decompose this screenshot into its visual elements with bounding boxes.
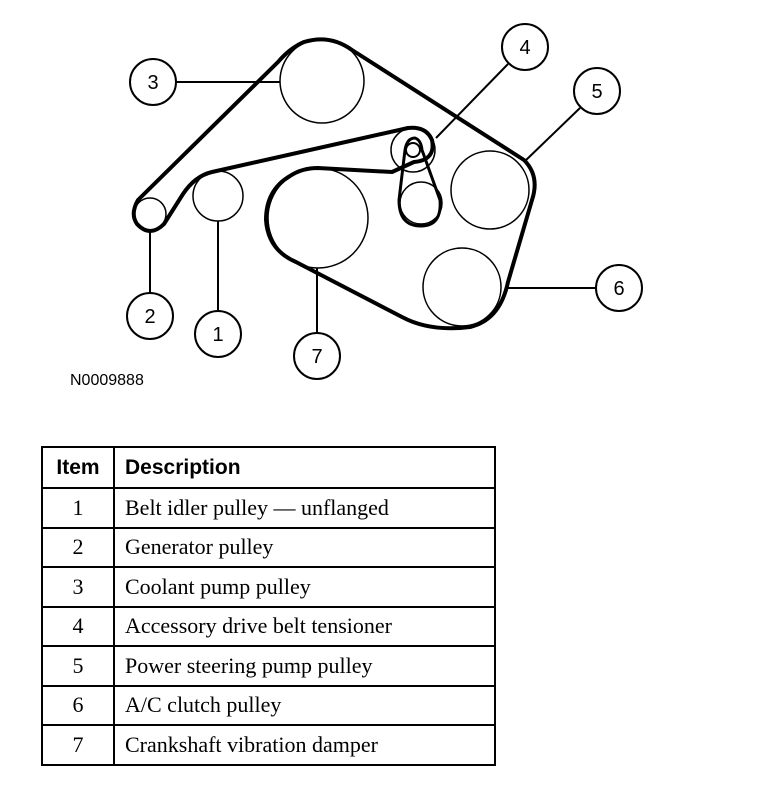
power-steering-pump-pulley xyxy=(450,150,530,230)
callout-label-4: 4 xyxy=(519,37,530,59)
item-number: 3 xyxy=(41,566,115,608)
table-row: 6 A/C clutch pulley xyxy=(41,684,496,726)
ac-clutch-pulley xyxy=(422,247,502,327)
leader-line-5 xyxy=(523,107,581,163)
item-number: 6 xyxy=(41,684,115,726)
callout-circle-4 xyxy=(501,23,549,71)
item-description: Power steering pump pulley xyxy=(113,645,496,687)
table-row: 1 Belt idler pulley — unflanged xyxy=(41,487,496,529)
callout-circle-5 xyxy=(573,67,621,115)
callout-circle-1 xyxy=(194,310,242,358)
callout-label-7: 7 xyxy=(311,346,322,368)
item-description: Accessory drive belt tensioner xyxy=(113,605,496,647)
legend-table: Item Description 1 Belt idler pulley — u… xyxy=(41,446,496,766)
callout-label-1: 1 xyxy=(212,324,223,346)
table-row: 2 Generator pulley xyxy=(41,526,496,568)
callout-label-3: 3 xyxy=(147,72,158,94)
callout-circle-2 xyxy=(126,292,174,340)
callout-label-5: 5 xyxy=(591,81,602,103)
item-description: Crankshaft vibration damper xyxy=(113,724,496,766)
table-row: 7 Crankshaft vibration damper xyxy=(41,724,496,766)
leader-line-4 xyxy=(435,63,509,139)
item-description: Generator pulley xyxy=(113,526,496,568)
item-description: Coolant pump pulley xyxy=(113,566,496,608)
table-row: 3 Coolant pump pulley xyxy=(41,566,496,608)
item-description: A/C clutch pulley xyxy=(113,684,496,726)
description-column-header: Description xyxy=(113,446,496,489)
tensioner-belt-loop xyxy=(397,136,442,228)
callout-label-6: 6 xyxy=(613,278,624,300)
callout-label-2: 2 xyxy=(144,306,155,328)
item-description: Belt idler pulley — unflanged xyxy=(113,487,496,529)
table-row: 5 Power steering pump pulley xyxy=(41,645,496,687)
item-number: 1 xyxy=(41,487,115,529)
callout-circle-6 xyxy=(595,264,643,312)
accessory-drive-belt xyxy=(131,37,537,331)
item-column-header: Item xyxy=(41,446,115,489)
item-number: 2 xyxy=(41,526,115,568)
item-number: 5 xyxy=(41,645,115,687)
item-number: 4 xyxy=(41,605,115,647)
table-row: 4 Accessory drive belt tensioner xyxy=(41,605,496,647)
figure-id: N0009888 xyxy=(70,372,144,389)
callout-circle-3 xyxy=(129,58,177,106)
belt-routing-diagram: 1 2 3 4 5 6 7 N0009888 xyxy=(70,23,643,389)
tensioner-hub xyxy=(405,142,421,158)
legend-header-row: Item Description xyxy=(41,446,496,489)
item-number: 7 xyxy=(41,724,115,766)
callout-circle-7 xyxy=(293,332,341,380)
